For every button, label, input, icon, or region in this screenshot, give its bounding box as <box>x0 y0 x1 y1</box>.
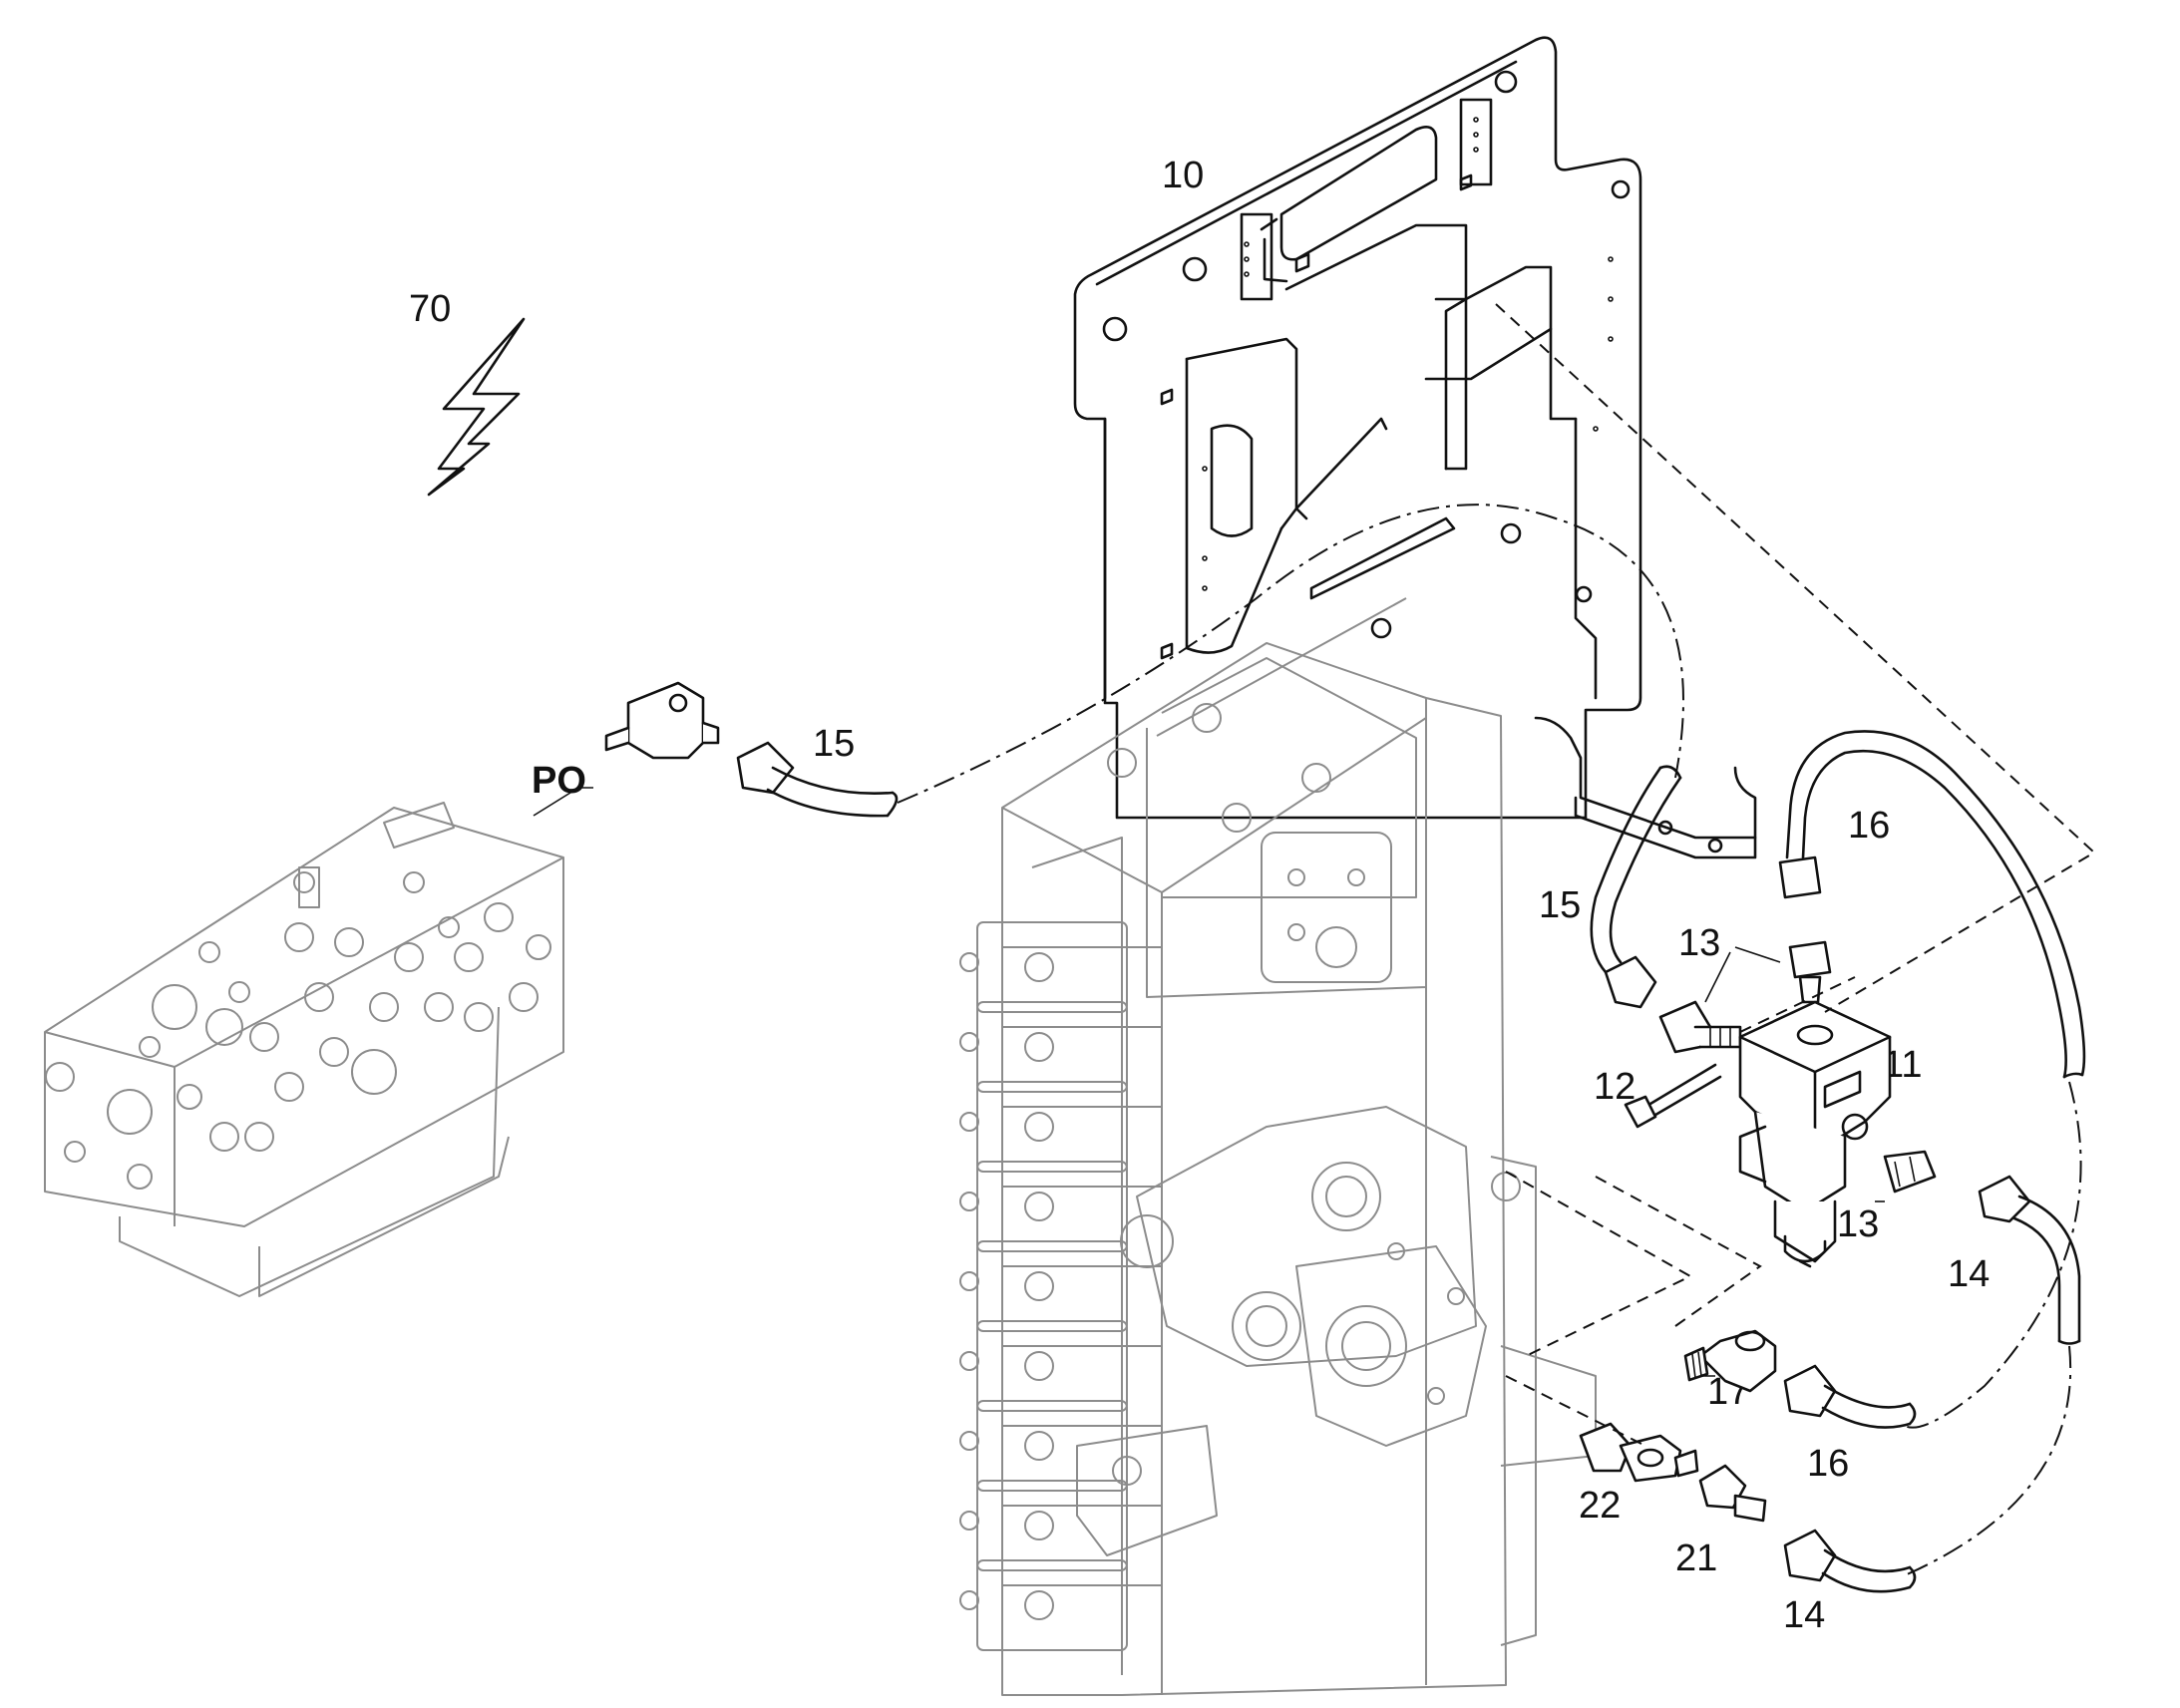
adapter-part-21 <box>1698 1464 1767 1523</box>
callout-12: 12 <box>1594 1066 1635 1108</box>
callout-15-left: 15 <box>813 723 855 765</box>
callout-labels: 10 70 PO 15 15 16 13 11 12 13 14 17 16 2… <box>409 155 1990 1636</box>
lightning-bolt-icon <box>427 317 526 497</box>
callout-14-bottom: 14 <box>1783 1594 1825 1636</box>
callout-22: 22 <box>1579 1485 1621 1527</box>
bolt-part-12 <box>1624 1063 1722 1129</box>
tee-fitting-22 <box>1579 1422 1699 1483</box>
hose-15-left <box>604 681 899 818</box>
hose-15-right <box>1590 765 1682 1009</box>
callout-16-top: 16 <box>1848 805 1890 847</box>
callout-21: 21 <box>1675 1537 1717 1579</box>
callout-70: 70 <box>409 288 451 330</box>
callout-po: PO <box>532 760 586 802</box>
elbow-fitting-17 <box>1683 1329 1777 1393</box>
valve-block-part-11 <box>1738 1000 1892 1268</box>
fitting-13-top <box>1788 940 1832 1004</box>
hose-14-routing <box>1904 1345 2072 1576</box>
callout-16-bottom: 16 <box>1807 1443 1849 1485</box>
hose-14-bottom <box>1783 1529 1917 1593</box>
assembly-reference-lines <box>1495 303 2096 1447</box>
callout-10: 10 <box>1162 155 1204 196</box>
callout-14-right: 14 <box>1948 1253 1990 1295</box>
callout-13-bottom: 13 <box>1837 1203 1879 1245</box>
fitting-13-left <box>1658 1000 1742 1054</box>
hose-15-routing <box>897 504 1684 804</box>
hose-14-right <box>1978 1175 2081 1345</box>
pilot-manifold-ghost <box>44 802 564 1297</box>
fitting-13-right <box>1883 1150 1937 1194</box>
callout-15-right: 15 <box>1539 884 1581 926</box>
control-valve-ghost <box>959 597 1597 1696</box>
mounting-plate-part-10 <box>1073 36 1757 859</box>
hose-16-bottom <box>1783 1364 1917 1429</box>
callout-13-top: 13 <box>1678 922 1720 964</box>
hose-16-top <box>1778 730 2086 1079</box>
